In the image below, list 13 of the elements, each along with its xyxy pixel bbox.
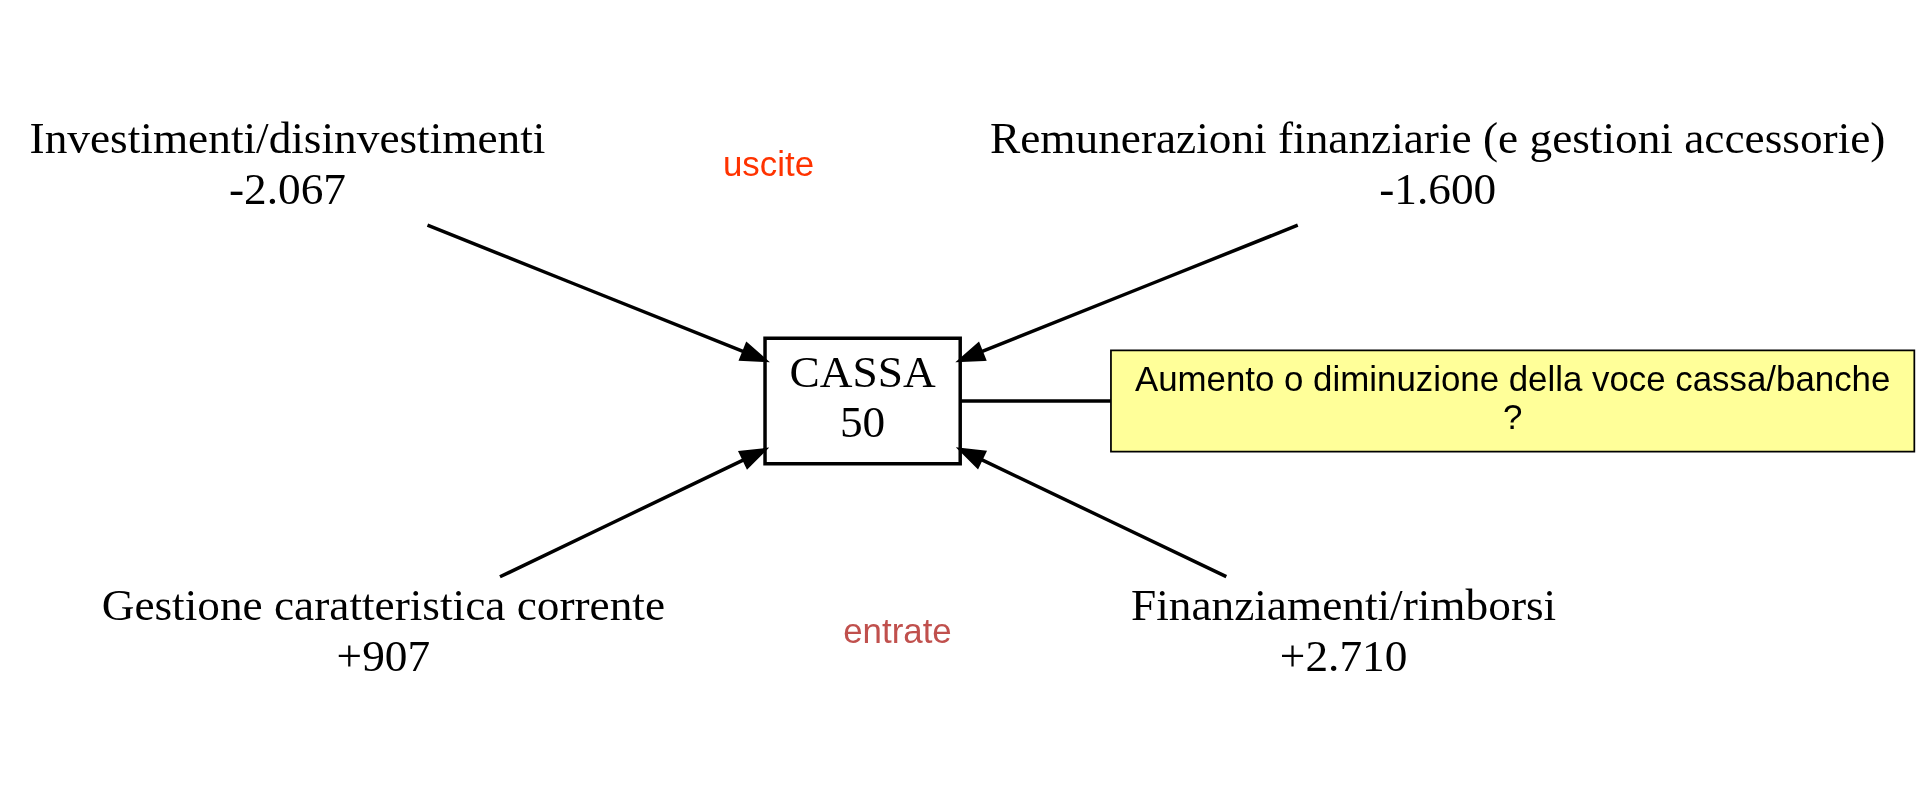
connector (960, 398, 1111, 403)
node-text: Remunerazioni finanziarie (e gestioni accessorie) -1.600 (989, 112, 1886, 214)
node-text: Finanziamenti/rimborsi +2.710 (1130, 579, 1557, 681)
arrow (499, 447, 770, 578)
node-box: CASSA 50 (763, 336, 962, 465)
arrow (955, 223, 1299, 362)
node-text: Investimenti/disinvestimenti -2.067 (29, 112, 546, 214)
arrow (955, 446, 1228, 578)
node-box: Aumento o diminuzione della voce cassa/banche ? (1110, 349, 1916, 452)
node-text: Gestione caratteristica corrente +907 (101, 579, 666, 681)
label: uscite (723, 143, 815, 183)
arrow (426, 223, 770, 362)
label: entrate (843, 610, 952, 650)
